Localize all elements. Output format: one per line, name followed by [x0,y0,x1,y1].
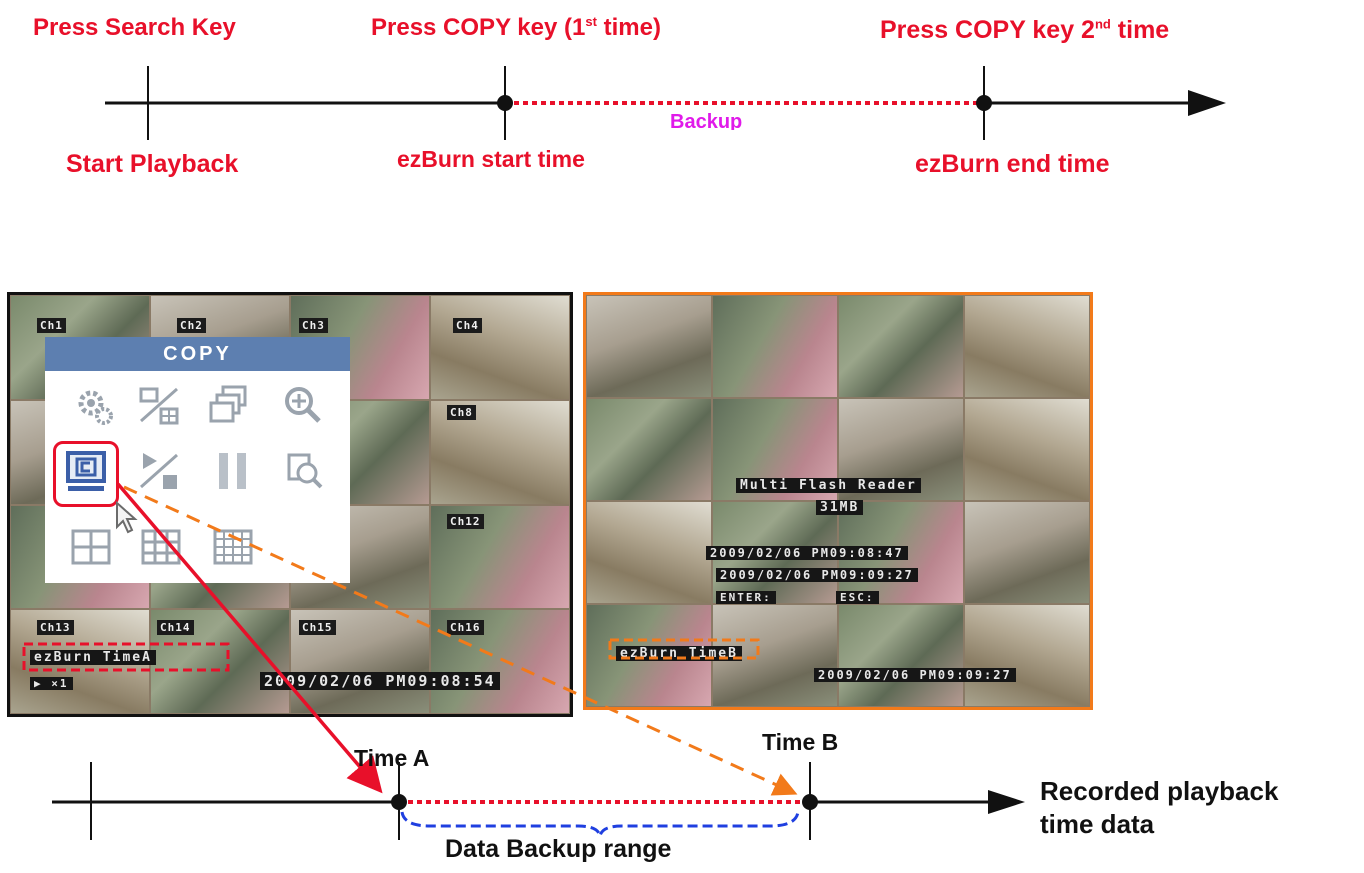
quad-split-icon[interactable] [69,525,113,569]
camera-cell [712,295,838,398]
camera-cell [586,398,712,501]
camera-cell [964,295,1090,398]
multi-window-icon[interactable] [207,383,251,427]
setup-gear-icon[interactable] [73,385,117,429]
camera-cell: Ch12 [430,504,570,610]
press-copy-second-main: Press COPY key 2 [880,16,1095,44]
recorded-playback-line1: Recorded playback [1040,776,1279,806]
press-copy-second-sup: nd [1094,16,1111,32]
channel-label: Ch14 [157,620,194,636]
data-backup-range-label: Data Backup range [445,835,672,863]
ezburn-time-a-osd: ezBurn TimeA [30,650,156,665]
play-status-osd: ▶ ×1 [30,677,73,690]
bottom-timeline-arrowhead [988,790,1025,814]
top-timeline [105,66,1226,140]
dot-time-b [802,794,818,810]
time-a-label: Time A [354,745,430,771]
channel-label: Ch3 [299,318,328,333]
camera-cell [838,295,964,398]
channel-label: Ch13 [37,620,74,636]
channel-label: Ch1 [37,318,66,333]
copy-button-highlight[interactable] [53,441,119,507]
search-zoom-icon[interactable] [283,449,327,493]
press-copy-second-tail: time [1110,16,1170,44]
camera-cell [838,604,964,707]
recorded-playback-label: Recorded playback time data [1040,775,1278,841]
press-copy-first-tail: time) [596,14,661,41]
press-copy-first-main: Press COPY key (1 [371,14,586,41]
mouse-cursor-icon [116,501,138,534]
backup-end-osd: 2009/02/06 PM09:09:27 [716,568,918,582]
camera-cell: Ch15 [290,609,430,714]
dvr-screen-b: Multi Flash Reader 31MB 2009/02/06 PM09:… [583,292,1093,710]
backup-size-osd: 31MB [816,500,864,515]
camera-cell [964,604,1090,707]
data-backup-range-brace [400,811,800,837]
press-copy-first-label: Press COPY key (1st time) [371,14,661,42]
backup-label: Backup [670,111,743,130]
timestamp-osd-a: 2009/02/06 PM09:08:54 [260,672,500,690]
nine-split-icon[interactable] [139,525,183,569]
channel-switch-icon[interactable] [137,383,181,427]
press-copy-first-sup: st [585,14,597,29]
ezburn-end-time-label: ezBurn end time [915,150,1110,178]
copy-menu-title: COPY [45,337,350,371]
pause-icon[interactable] [211,449,255,493]
esc-osd: ESC: [836,591,879,604]
channel-label: Ch12 [447,513,484,529]
ezburn-start-time-label: ezBurn start time [397,146,585,172]
channel-label: Ch16 [447,620,484,636]
device-name-osd: Multi Flash Reader [736,478,921,493]
camera-cell [586,501,712,604]
backup-start-osd: 2009/02/06 PM09:08:47 [706,546,908,560]
zoom-in-icon[interactable] [281,383,325,427]
camera-cell: Ch16 [430,609,570,714]
time-b-label: Time B [762,729,839,755]
camera-cell: Ch4 [430,295,570,400]
press-copy-second-label: Press COPY key 2nd time [880,16,1169,45]
camera-cell [964,398,1090,501]
channel-label: Ch8 [447,404,476,420]
dot-ezburn-start [497,95,513,111]
bottom-timeline [52,762,1025,840]
recorded-playback-line2: time data [1040,809,1155,839]
dot-time-a [391,794,407,810]
start-playback-label: Start Playback [66,150,239,178]
camera-cell: Ch14 [150,609,290,714]
sixteen-split-icon[interactable] [211,525,255,569]
channel-label: Ch2 [177,318,206,333]
copy-disc-icon[interactable] [64,451,108,495]
camera-cell [964,501,1090,604]
press-search-key-label: Press Search Key [33,14,236,41]
enter-osd: ENTER: [716,591,776,604]
camera-cell [586,295,712,398]
timestamp-osd-b: 2009/02/06 PM09:09:27 [814,668,1016,682]
camera-cell: Ch8 [430,399,570,505]
top-timeline-arrowhead [1188,90,1226,116]
dot-ezburn-end [976,95,992,111]
copy-menu: COPY [45,337,350,583]
ezburn-time-b-osd: ezBurn TimeB [616,646,742,661]
play-stop-icon[interactable] [137,449,181,493]
channel-label: Ch15 [299,620,336,636]
channel-label: Ch4 [453,318,482,333]
